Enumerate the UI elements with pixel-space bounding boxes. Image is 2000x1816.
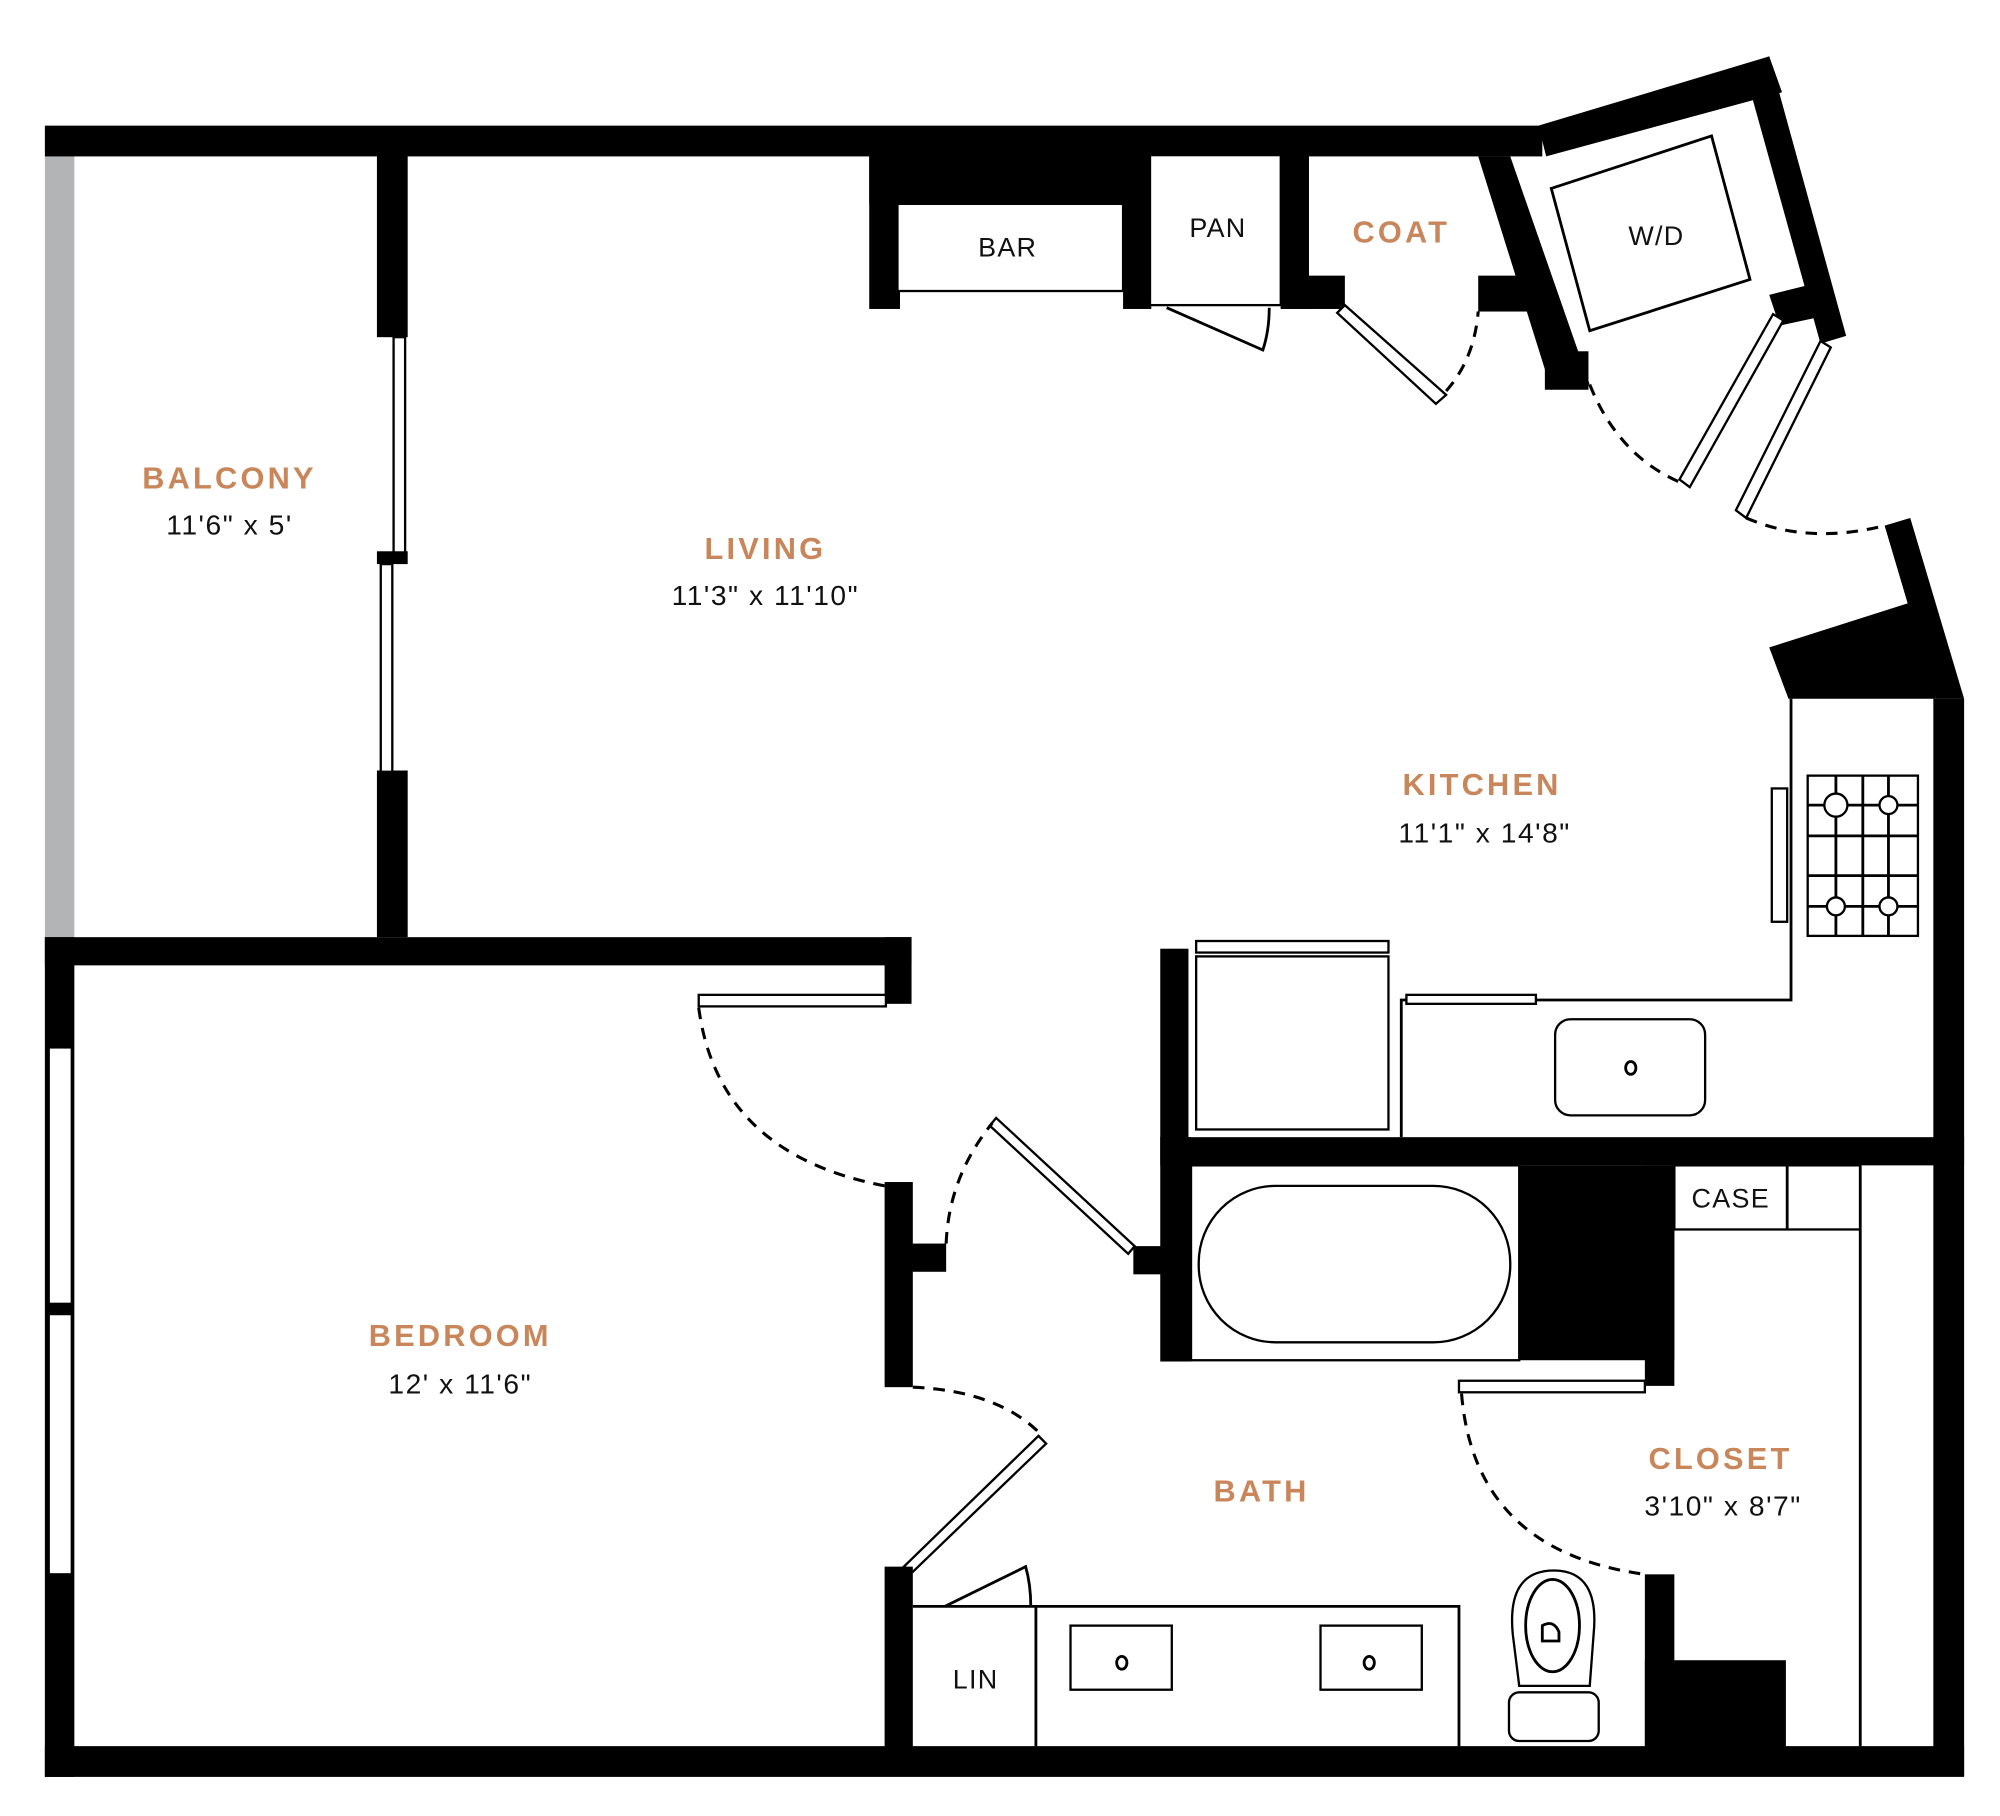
closet-label: CLOSET	[1649, 1441, 1793, 1476]
living-label: LIVING	[705, 531, 827, 566]
balcony-door	[376, 155, 408, 938]
bath-walls	[884, 1116, 1786, 1759]
bedroom-dims: 12' x 11'6"	[388, 1368, 532, 1400]
balcony-railing	[44, 155, 75, 938]
bedroom-label: BEDROOM	[369, 1318, 552, 1353]
balcony-dims: 11'6" x 5'	[166, 509, 293, 541]
closet-dims: 3'10" x 8'7"	[1644, 1489, 1801, 1521]
case-label: CASE	[1692, 1184, 1770, 1214]
refrigerator	[1195, 955, 1390, 1131]
bar-label: BAR	[978, 232, 1037, 262]
bedroom-door	[697, 993, 888, 1188]
kitchen-dims: 11'1" x 14'8"	[1398, 816, 1571, 848]
washer-dryer	[1549, 134, 1885, 536]
living-dims: 11'3" x 11'10"	[672, 579, 860, 611]
kitchen-label: KITCHEN	[1402, 767, 1561, 802]
balcony-label: BALCONY	[142, 460, 316, 495]
bedroom-north-wall	[44, 937, 912, 966]
kitchen-sink	[1553, 1018, 1707, 1117]
kitchen-counter	[1160, 698, 1965, 1166]
bath-fixtures	[912, 1564, 1600, 1747]
coat-label: COAT	[1352, 214, 1450, 249]
washer-dryer-label: W/D	[1628, 221, 1684, 251]
bedroom-window	[47, 1046, 73, 1576]
closet-shelving	[1673, 1164, 1862, 1747]
bath-label: BATH	[1214, 1473, 1310, 1508]
linen-label: LIN	[953, 1664, 999, 1694]
bathtub	[1197, 1184, 1512, 1344]
bar-pantry-coat	[869, 153, 1480, 406]
pantry-label: PAN	[1189, 213, 1246, 243]
